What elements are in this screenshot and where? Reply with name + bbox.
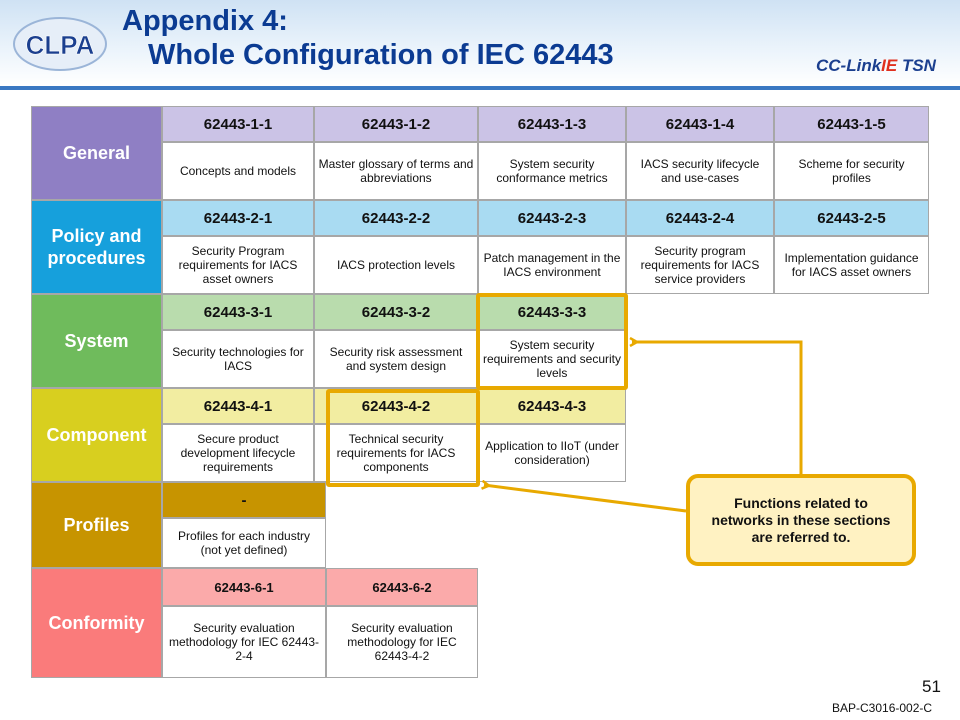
logo-part-ie: IE [881,56,898,75]
part-62443-6-2: 62443-6-2 [326,568,478,606]
title-line-2: Whole Configuration of IEC 62443 [148,39,614,71]
page-title: Appendix 4: Whole Configuration of IEC 6… [122,4,614,72]
arrow-to-62443-4-2 [484,485,687,513]
part-62443-3-1: 62443-3-1 [162,294,314,330]
part-62443-1-2: 62443-1-2 [314,106,478,142]
desc-62443-3-1: Security technologies for IACS [162,330,314,388]
category-general: General [31,106,162,200]
category-policy: Policy and procedures [31,200,162,294]
part-profiles: - [162,482,326,518]
part-62443-2-2: 62443-2-2 [314,200,478,236]
part-62443-1-1: 62443-1-1 [162,106,314,142]
part-62443-2-5: 62443-2-5 [774,200,929,236]
document-id: BAP-C3016-002-C [832,701,933,715]
callout-text: Functions related to networks in these s… [711,494,891,545]
page-number: 51 [922,677,941,696]
cc-link-ie-tsn-logo: CC-LinkIE TSN [816,56,936,76]
callout-box: Functions related to networks in these s… [686,474,916,566]
category-profiles: Profiles [31,482,162,568]
desc-62443-4-2: Technical security requirements for IACS… [314,424,478,482]
highlight-62443-3-3 [476,293,628,390]
part-62443-2-4: 62443-2-4 [626,200,774,236]
header-banner [0,0,960,86]
desc-62443-1-2: Master glossary of terms and abbreviatio… [314,142,478,200]
part-62443-3-2: 62443-3-2 [314,294,478,330]
desc-62443-2-1: Security Program requirements for IACS a… [162,236,314,294]
clpa-logo: CLPA [13,17,107,71]
category-component: Component [31,388,162,482]
desc-62443-2-3: Patch management in the IACS environment [478,236,626,294]
desc-62443-6-1: Security evaluation methodology for IEC … [162,606,326,678]
part-62443-6-1: 62443-6-1 [162,568,326,606]
desc-62443-1-5: Scheme for security profiles [774,142,929,200]
logo-part-cclink: CC-Link [816,56,882,75]
part-62443-1-4: 62443-1-4 [626,106,774,142]
desc-62443-1-4: IACS security lifecycle and use-cases [626,142,774,200]
desc-62443-4-3: Application to IIoT (under consideration… [478,424,626,482]
desc-62443-1-3: System security conformance metrics [478,142,626,200]
category-conformity: Conformity [31,568,162,678]
category-system: System [31,294,162,388]
highlight-62443-4-2 [326,389,480,487]
part-62443-1-5: 62443-1-5 [774,106,929,142]
desc-62443-4-1: Secure product development lifecycle req… [162,424,314,482]
desc-62443-2-2: IACS protection levels [314,236,478,294]
part-62443-1-3: 62443-1-3 [478,106,626,142]
desc-62443-1-1: Concepts and models [162,142,314,200]
desc-profiles: Profiles for each industry (not yet defi… [162,518,326,568]
desc-62443-2-4: Security program requirements for IACS s… [626,236,774,294]
arrow-to-62443-3-3 [632,342,803,474]
part-62443-4-2: 62443-4-2 [314,388,478,424]
logo-part-tsn: TSN [897,56,936,75]
desc-62443-6-2: Security evaluation methodology for IEC … [326,606,478,678]
desc-62443-2-5: Implementation guidance for IACS asset o… [774,236,929,294]
part-62443-2-3: 62443-2-3 [478,200,626,236]
title-line-1: Appendix 4: [122,5,288,37]
part-62443-4-1: 62443-4-1 [162,388,314,424]
header-divider [0,86,960,90]
desc-62443-3-2: Security risk assessment and system desi… [314,330,478,388]
clpa-logo-text: CLPA [26,30,95,60]
part-62443-2-1: 62443-2-1 [162,200,314,236]
